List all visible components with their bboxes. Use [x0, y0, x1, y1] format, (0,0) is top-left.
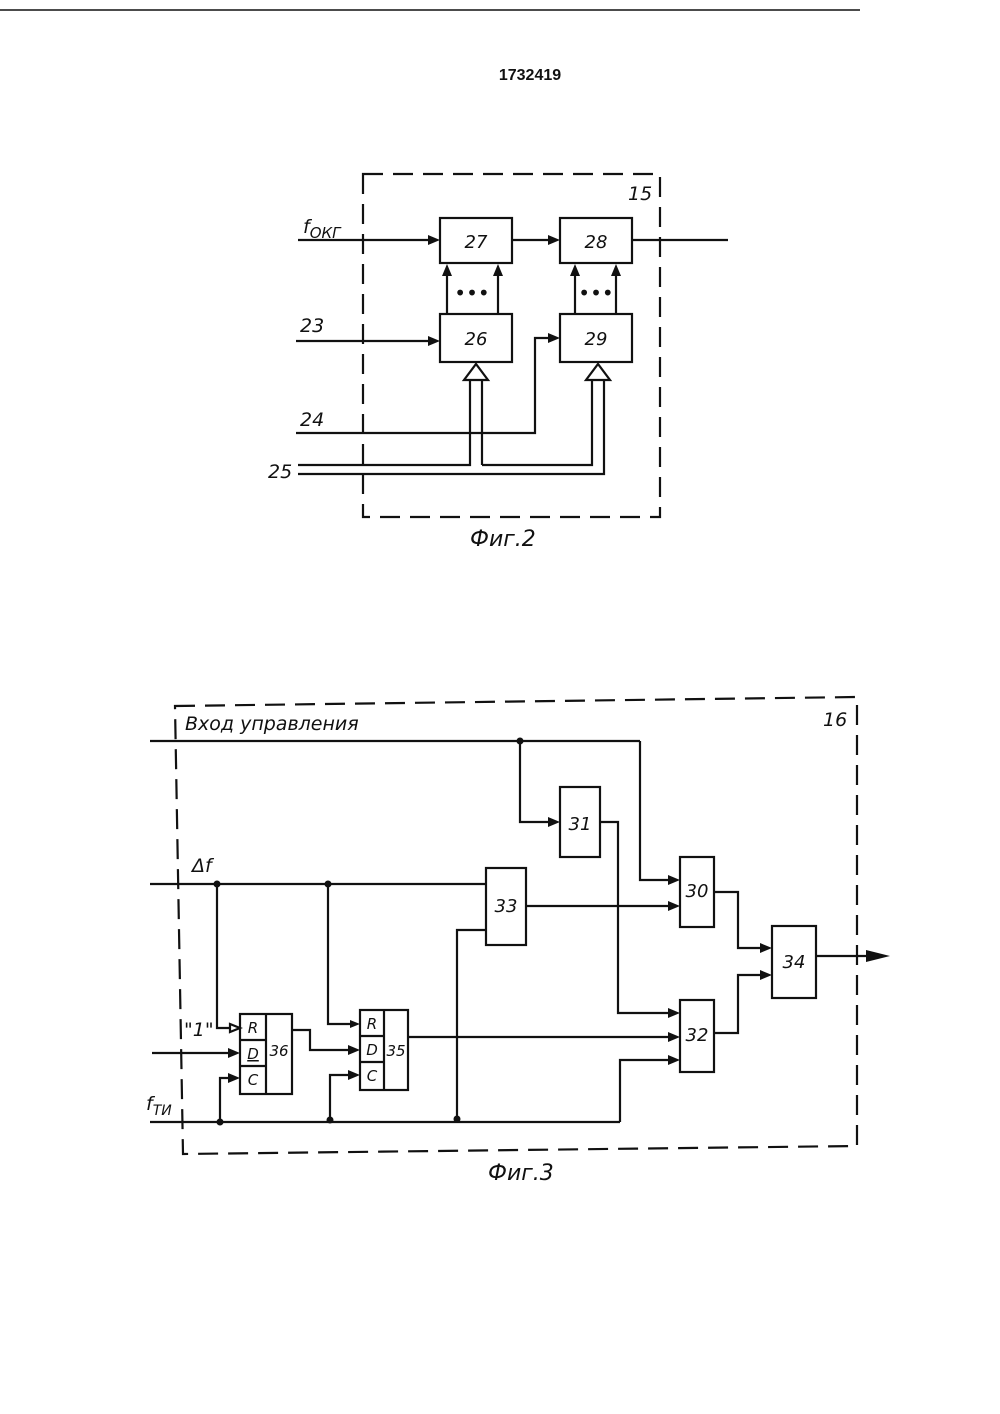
fig2-bus-26-27-left-arrow	[442, 264, 452, 276]
fig3-line-30-to-34	[714, 892, 764, 948]
fig2-line-24	[296, 338, 552, 433]
fig3-trigger-35-c: C	[367, 1067, 378, 1085]
patent-number: 1732419	[499, 67, 561, 84]
figure-2: 15 fОКГ 27 28 26 ••• 23 29	[268, 174, 728, 552]
fig3-line-delta-f-to-36r	[217, 884, 234, 1028]
fig2-block-28-label: 28	[585, 232, 608, 253]
fig3-trigger-35-d: D	[366, 1041, 378, 1059]
fig3-block-32-label: 32	[686, 1025, 709, 1046]
fig3-one-label: "1"	[184, 1019, 214, 1041]
fig2-input-f-okg-label: fОКГ	[303, 216, 342, 242]
fig3-arrow-control-31	[548, 817, 560, 827]
fig3-line-32-to-34	[714, 975, 764, 1033]
fig3-line-f-ti-to-32	[620, 1060, 672, 1122]
fig3-trigger-36-number: 36	[269, 1042, 288, 1060]
fig2-arrow-27-28	[548, 235, 560, 245]
fig2-ellipsis-29-28: •••	[578, 281, 613, 305]
fig2-block-29-label: 29	[585, 329, 608, 350]
fig3-block-33-label: 33	[495, 896, 518, 917]
fig2-arrow-23	[428, 336, 440, 346]
fig3-trigger-35-r: R	[367, 1015, 377, 1033]
fig2-ellipsis-26-27: •••	[454, 281, 489, 305]
fig3-line-36-to-35d	[292, 1030, 352, 1050]
fig2-bus-29-28-right-arrow	[611, 264, 621, 276]
fig3-block-number: 16	[823, 709, 847, 731]
fig3-arrow-f-ti-32	[668, 1055, 680, 1065]
fig3-arrow-32-34	[760, 970, 772, 980]
fig2-caption: Фиг.2	[470, 527, 536, 552]
fig3-f-ti-sub: ТИ	[153, 1103, 173, 1119]
fig2-hollow-arrow-26	[464, 364, 488, 380]
fig2-hollow-arrow-29	[586, 364, 610, 380]
fig2-block-number: 15	[628, 183, 652, 205]
fig2-input-23-label: 23	[300, 315, 324, 337]
fig2-arrow-f-okg	[428, 235, 440, 245]
fig3-arrow-control-30	[668, 875, 680, 885]
fig2-bus-25-lower	[298, 380, 604, 474]
fig2-arrow-24	[548, 333, 560, 343]
fig3-caption: Фиг.3	[488, 1161, 554, 1186]
fig3-block-34-label: 34	[783, 952, 806, 973]
fig3-block-31-label: 31	[569, 814, 592, 835]
fig3-arrow-output	[866, 950, 890, 962]
fig2-input-25-label: 25	[268, 461, 292, 483]
fig3-arrow-35d	[348, 1045, 360, 1055]
fig2-block-27-label: 27	[465, 232, 488, 253]
fig3-arrow-35c	[348, 1070, 360, 1080]
fig3-arrow-35r	[350, 1020, 360, 1028]
fig3-line-control-to-31	[520, 741, 552, 822]
fig3-arrow-30-34	[760, 943, 772, 953]
fig3-line-f-ti-to-36c	[220, 1078, 232, 1122]
fig3-trigger-36-r: R	[248, 1019, 258, 1037]
fig3-delta-f-label: Δf	[190, 855, 215, 877]
fig2-block-26-label: 26	[465, 329, 488, 350]
fig3-arrow-36r	[230, 1024, 240, 1032]
fig3-arrow-36c	[228, 1073, 240, 1083]
fig3-trigger-35-number: 35	[386, 1042, 405, 1060]
fig3-arrow-31-32	[668, 1008, 680, 1018]
fig2-bus-29-28-left-arrow	[570, 264, 580, 276]
fig3-line-f-ti-to-33	[457, 930, 486, 1119]
fig3-f-ti-label: fТИ	[146, 1093, 172, 1119]
fig2-input-24-label: 24	[300, 409, 324, 431]
fig3-line-control-to-30	[640, 741, 672, 880]
fig3-line-31-to-32	[600, 822, 672, 1013]
fig3-arrow-36d	[228, 1048, 240, 1058]
fig3-trigger-36-c: C	[248, 1071, 259, 1089]
fig3-block-30-label: 30	[686, 881, 709, 902]
fig3-arrow-35-32	[668, 1032, 680, 1042]
fig3-control-input-label: Вход управления	[185, 713, 359, 735]
figure-3: 16 Вход управления 31 Δf 33 30 32 34	[146, 697, 890, 1186]
fig3-arrow-33-30	[668, 901, 680, 911]
fig3-line-delta-f-to-35r	[328, 884, 354, 1024]
fig3-line-f-ti-to-35c	[330, 1075, 352, 1120]
fig2-bus-26-27-right-arrow	[493, 264, 503, 276]
fig2-bus-25-to-29-inner	[482, 380, 592, 465]
fig3-trigger-36-d: D	[247, 1045, 259, 1063]
